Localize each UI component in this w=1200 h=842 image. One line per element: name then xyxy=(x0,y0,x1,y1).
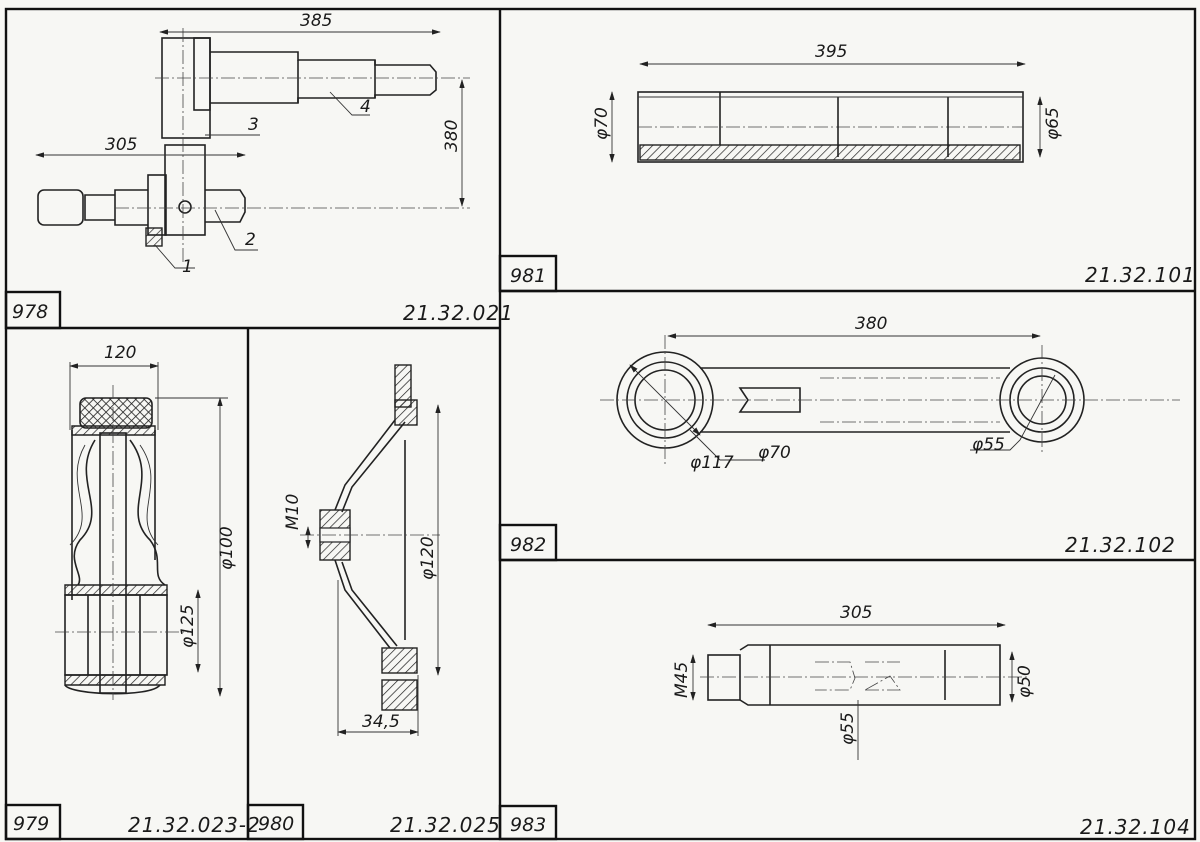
panel-number-box xyxy=(498,523,558,562)
panel-982: 380 φ117 φ70 φ55 982 21.32.102 xyxy=(498,314,1180,562)
dimension-length: 305 xyxy=(840,603,872,623)
callout-4: 4 xyxy=(360,97,371,117)
panel-number-box xyxy=(498,804,558,841)
axle-shaft-drawing xyxy=(690,622,1030,760)
callout-1: 1 xyxy=(182,257,193,277)
shaft-drawing xyxy=(609,61,1043,163)
dimension-dia-right: φ55 xyxy=(972,435,1005,455)
part-code: 21.32.102 xyxy=(1065,533,1176,557)
callout-2: 2 xyxy=(245,230,256,250)
flange-cover-drawing xyxy=(300,364,441,736)
panel-number: 979 xyxy=(13,813,49,835)
dimension-length: 395 xyxy=(815,42,847,62)
part-code: 21.32.023-2 xyxy=(128,813,261,837)
dimension-height: 380 xyxy=(442,120,462,152)
panel-978: 385 305 380 1 2 3 4 978 21.32.021 xyxy=(4,11,514,330)
sheet-frame xyxy=(4,7,1197,841)
part-code: 21.32.104 xyxy=(1080,815,1191,839)
dimension-thread: M10 xyxy=(283,494,303,530)
dimension-dia-left: φ70 xyxy=(758,443,791,463)
panel-number: 980 xyxy=(258,813,294,835)
dimension-length-left: 305 xyxy=(105,135,137,155)
part-code: 21.32.101 xyxy=(1085,263,1196,287)
panel-number: 982 xyxy=(510,534,546,556)
dimension-thread: M45 xyxy=(672,662,692,698)
dimension-dia-right: φ50 xyxy=(1015,665,1035,698)
panel-number: 983 xyxy=(510,814,546,836)
steering-knuckle-assembly-drawing xyxy=(35,28,470,269)
dimension-dia-right: φ65 xyxy=(1043,107,1063,140)
dimension-dia-outer: φ100 xyxy=(217,526,237,570)
panel-number-box xyxy=(498,254,558,293)
callout-3: 3 xyxy=(248,115,259,135)
dimension-depth: 34,5 xyxy=(362,712,400,732)
panel-979: 120 φ100 φ125 979 21.32.023-2 xyxy=(4,343,261,841)
dimension-dia-inner: φ125 xyxy=(178,604,198,648)
panel-981: 395 φ70 φ65 981 21.32.101 xyxy=(498,42,1196,293)
dimension-dia-mid: φ55 xyxy=(838,712,858,745)
dimension-dia-eye: φ117 xyxy=(690,453,734,473)
panel-number-box xyxy=(246,803,305,841)
panel-number: 978 xyxy=(12,301,48,323)
dimension-length: 380 xyxy=(855,314,887,334)
link-rod-drawing xyxy=(600,333,1180,465)
dimension-length-top: 385 xyxy=(300,11,332,31)
panel-number-box xyxy=(4,803,62,841)
dimension-dia-left: φ70 xyxy=(592,107,612,140)
part-code: 21.32.021 xyxy=(403,301,514,325)
panel-number: 981 xyxy=(510,265,546,287)
dimension-width: 120 xyxy=(104,343,136,363)
cv-joint-boot-drawing xyxy=(55,362,228,700)
panel-983: 305 M45 φ55 φ50 983 21.32.104 xyxy=(498,603,1191,841)
panel-980: M10 φ120 34,5 980 21.32.025 xyxy=(246,364,501,841)
panel-number-box xyxy=(4,290,62,330)
part-code: 21.32.025 xyxy=(390,813,501,837)
dimension-dia: φ120 xyxy=(418,536,438,580)
